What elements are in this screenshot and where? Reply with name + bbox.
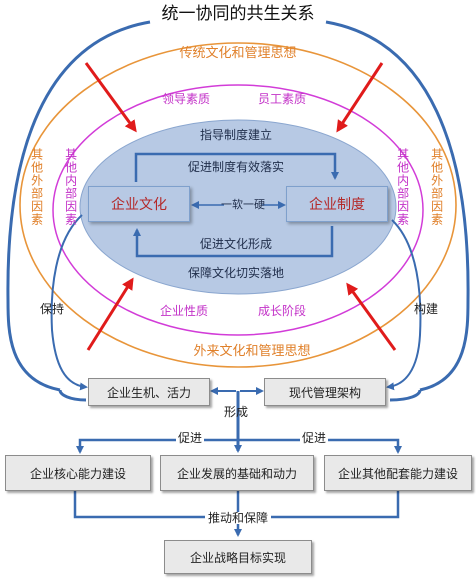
foundation-box: 企业发展的基础和动力: [160, 455, 314, 491]
outer-bottom-label: 外来文化和管理思想: [193, 344, 311, 359]
soft-hard-label: 一软一硬: [221, 198, 265, 211]
left-external-label: 其他外部因素: [29, 148, 44, 226]
red-arrow-top-left: [84, 62, 137, 133]
guarantee-culture-label: 保障文化切实落地: [187, 266, 285, 280]
keep-label: 保持: [40, 302, 65, 316]
build-arrow: [386, 219, 422, 391]
drive-label: 推动和保障: [204, 512, 272, 524]
guide-system-label: 指导制度建立: [199, 128, 273, 142]
upper-cycle-arrow: [134, 152, 339, 182]
company-nature-label: 企业性质: [160, 304, 209, 318]
right-external-label: 其他外部因素: [429, 148, 444, 226]
promote-culture-label: 促进文化形成: [199, 237, 273, 251]
enterprise-system-box: 企业制度: [286, 186, 388, 222]
management-structure-text: 现代管理架构: [288, 385, 361, 400]
promote-right-label: 促进: [300, 431, 329, 445]
core-capability-box: 企业核心能力建设: [5, 455, 151, 491]
growth-stage-label: 成长阶段: [258, 304, 307, 318]
management-structure-box: 现代管理架构: [264, 378, 386, 406]
strategic-goal-text: 企业战略目标实现: [189, 550, 286, 565]
diagram-title: 统一协同的共生关系: [161, 4, 315, 24]
left-internal-label: 其他内部因素: [63, 148, 78, 226]
enterprise-culture-text: 企业文化: [111, 197, 167, 213]
enterprise-culture-box: 企业文化: [88, 186, 190, 222]
orange-ellipse: [19, 42, 457, 368]
outer-frame: [6, 20, 470, 392]
red-arrow-bottom-right: [346, 282, 397, 351]
strategic-goal-box: 企业战略目标实现: [164, 540, 312, 574]
promote-left-label: 促进: [176, 431, 205, 445]
build-label: 构建: [414, 302, 439, 316]
keep-arrow: [50, 214, 88, 391]
outer-frame-right-return: [389, 389, 422, 402]
vitality-text: 企业生机、活力: [106, 385, 191, 400]
supporting-capability-text: 企业其他配套能力建设: [337, 466, 458, 481]
right-internal-label: 其他内部因素: [395, 148, 410, 226]
staff-quality-label: 员工素质: [258, 92, 307, 106]
outer-frame-left-return: [58, 389, 87, 402]
core-capability-text: 企业核心能力建设: [29, 466, 126, 481]
promote-right-arrow: [238, 438, 402, 454]
promote-system-label: 促进制度有效落实: [187, 160, 285, 174]
outer-top-label: 传统文化和管理思想: [179, 46, 297, 61]
leader-quality-label: 领导素质: [162, 92, 211, 106]
foundation-text: 企业发展的基础和动力: [176, 466, 297, 481]
red-arrow-bottom-left: [86, 277, 134, 351]
core-ellipse: [79, 119, 397, 295]
lower-cycle-arrow: [133, 226, 334, 258]
magenta-ellipse: [52, 84, 424, 336]
promote-left-arrow: [76, 438, 238, 454]
vitality-box: 企业生机、活力: [88, 378, 210, 406]
red-arrow-top-right: [336, 62, 384, 133]
form-label: 形成: [224, 405, 249, 419]
enterprise-system-text: 企业制度: [309, 197, 365, 213]
supporting-capability-box: 企业其他配套能力建设: [324, 455, 472, 491]
